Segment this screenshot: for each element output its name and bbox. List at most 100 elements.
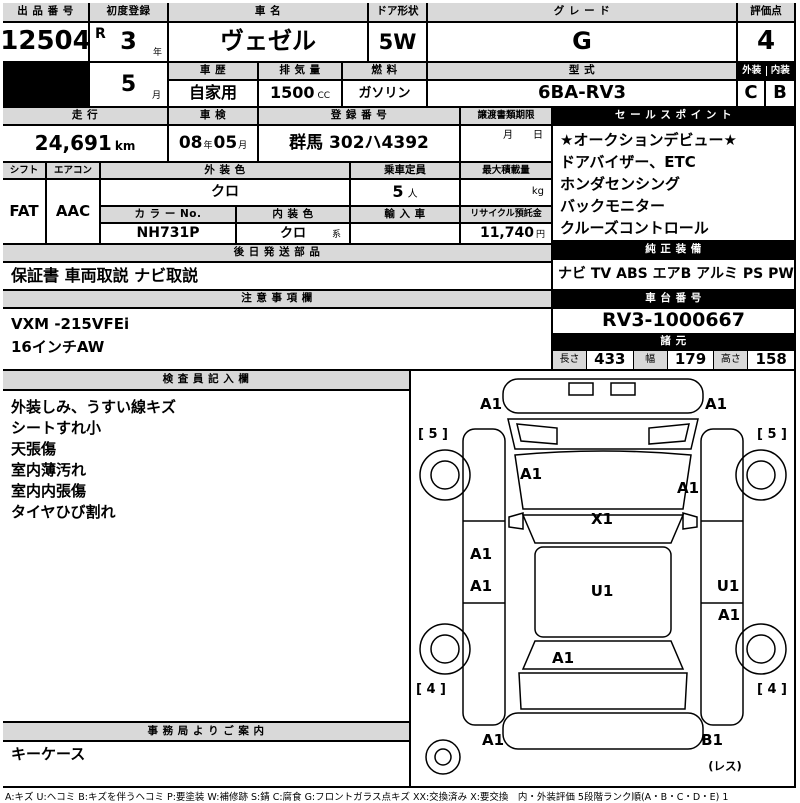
height-value: 158 [755,351,787,369]
door-shape: 5W [369,23,426,61]
interior-color: クロ 系 [237,224,349,243]
registration-number-header: 登 録 番 号 [259,108,459,124]
registration-number: 群馬 302ハ4392 [259,126,459,161]
damage-marker: A1 [482,731,504,749]
recycle-unit: 円 [535,229,545,240]
inspection-expiry-header: 車 検 [169,108,257,124]
inspector-line: 天張傷 [11,440,57,458]
inspector-notes: 外装しみ、うすい線キズ シートすれ小 天張傷 室内薄汚れ 室内内張傷 タイヤひび… [3,391,409,721]
inspector-header: 検 査 員 記 入 欄 [3,371,409,389]
interior-color-value: クロ [279,225,306,241]
damage-marker: A1 [470,545,492,563]
inspection-expiry: 08 年 05 月 [169,126,257,161]
door-shape-header: ドア形状 [369,3,426,21]
first-registration-header: 初度登録 [90,3,167,21]
shift-header: シフト [3,163,45,178]
model-code-header: 型 式 [428,63,736,79]
damage-marker: U1 [591,582,614,600]
inspector-line: 外装しみ、うすい線キズ [11,398,177,416]
exterior-label: 外装 [738,66,767,76]
era-letter: R [95,26,106,42]
grade: G [428,23,736,61]
displacement: 1500 CC [259,81,341,106]
lot-number-header: 出 品 番 号 [3,3,88,21]
note-line: VXM -215VFEi [11,315,130,333]
width-value: 179 [668,351,715,369]
office-info: キーケース [3,742,409,786]
year-unit: 年 [152,47,162,58]
first-registration-year: R 3 年 [90,23,167,61]
first-registration-month: 5 月 [90,63,167,106]
height-label: 高さ [714,351,749,369]
interior-label: 内装 [770,65,790,77]
max-load: kg [461,180,551,205]
damage-marker: X1 [591,510,613,528]
recycle-deposit: 11,740 円 [461,224,551,243]
damage-marker: A1 [677,479,699,497]
width-label: 幅 [633,351,668,369]
capacity-unit: 人 [407,188,418,200]
damage-marker: A1 [470,577,492,595]
sales-point: ★オークションデビュー★ [560,131,737,149]
inspector-line: 室内薄汚れ [11,461,87,479]
sales-point: ドアバイザー、ETC [560,153,696,171]
mileage-header: 走 行 [3,108,167,124]
aircon-value: AAC [47,180,99,243]
length-value: 433 [587,351,634,369]
sales-points-list: ★オークションデビュー★ ドアバイザー、ETC ホンダセンシング バックモニター… [553,126,794,240]
score-header: 評価点 [738,3,794,21]
damage-marker: B1 [701,731,723,749]
genuine-equipment-header: 純 正 装 備 [553,242,794,258]
import-header: 輸 入 車 [351,207,459,222]
spare-less-marker: (レス) [708,759,742,773]
sales-point: ホンダセンシング [560,175,681,193]
tire-grade-marker: [ 4 ] [757,682,787,697]
ext-int-header: 外装 内装 [738,63,794,79]
interior-color-header: 内 装 色 [237,207,349,222]
aircon-header: エアコン [47,163,99,178]
tire-grade-marker: [ 5 ] [418,427,448,442]
damage-marker: U1 [717,577,740,595]
mileage: 24,691 km [3,126,167,161]
specs-header: 諸 元 [553,335,794,349]
damage-marker: A1 [552,649,574,667]
recycle-deposit-header: リサイクル預託金 [461,207,551,222]
recycle-value: 11,740 [479,225,534,242]
color-number: NH731P [101,224,235,243]
score: 4 [738,23,794,61]
exterior-color-header: 外 装 色 [101,163,349,178]
length-label: 長さ [553,351,587,369]
car-name-header: 車 名 [169,3,367,21]
car-name: ヴェゼル [169,23,367,61]
notes: VXM -215VFEi 16インチAW [3,309,551,369]
model-code: 6BA-RV3 [428,81,736,106]
notes-header: 注 意 事 項 欄 [3,291,551,307]
tire-grade-marker: [ 4 ] [416,682,446,697]
grade-header: グ レ ー ド [428,3,736,21]
inspector-line: タイヤひび割れ [11,503,116,521]
month-unit: 月 [151,90,161,101]
later-parts-header: 後 日 発 送 部 品 [3,245,551,261]
transfer-docs-header: 譲渡書類期限 [461,108,551,124]
car-damage-diagram: A1 A1 [ 5 ] [ 5 ] A1 A1 X1 A1 A1 U1 U1 A… [411,371,794,786]
chassis-number-header: 車 台 番 号 [553,291,794,307]
inspector-line: シートすれ小 [11,419,102,437]
shaken-year: 08 [178,132,203,153]
damage-marker: A1 [520,465,542,483]
color-number-header: カ ラ ー No. [101,207,235,222]
capacity-header: 乗車定員 [351,163,459,178]
shift-value: FAT [3,180,45,243]
capacity: 5 人 [351,180,459,205]
car-top-view: A1 A1 [ 5 ] [ 5 ] A1 A1 X1 A1 A1 U1 U1 A… [416,378,787,775]
shaken-year-unit: 年 [203,140,213,151]
history: 自家用 [169,81,257,106]
shaken-month-unit: 月 [238,140,248,151]
transfer-docs: 月 日 [461,126,551,161]
interior-color-suffix: 系 [331,229,341,240]
interior-score: B [766,81,794,106]
specs-row: 長さ 433 幅 179 高さ 158 [553,351,794,369]
fuel-header: 燃 料 [343,63,426,79]
damage-marker: A1 [705,395,727,413]
chassis-number: RV3-1000667 [553,309,794,333]
note-line: 16インチAW [11,338,105,356]
